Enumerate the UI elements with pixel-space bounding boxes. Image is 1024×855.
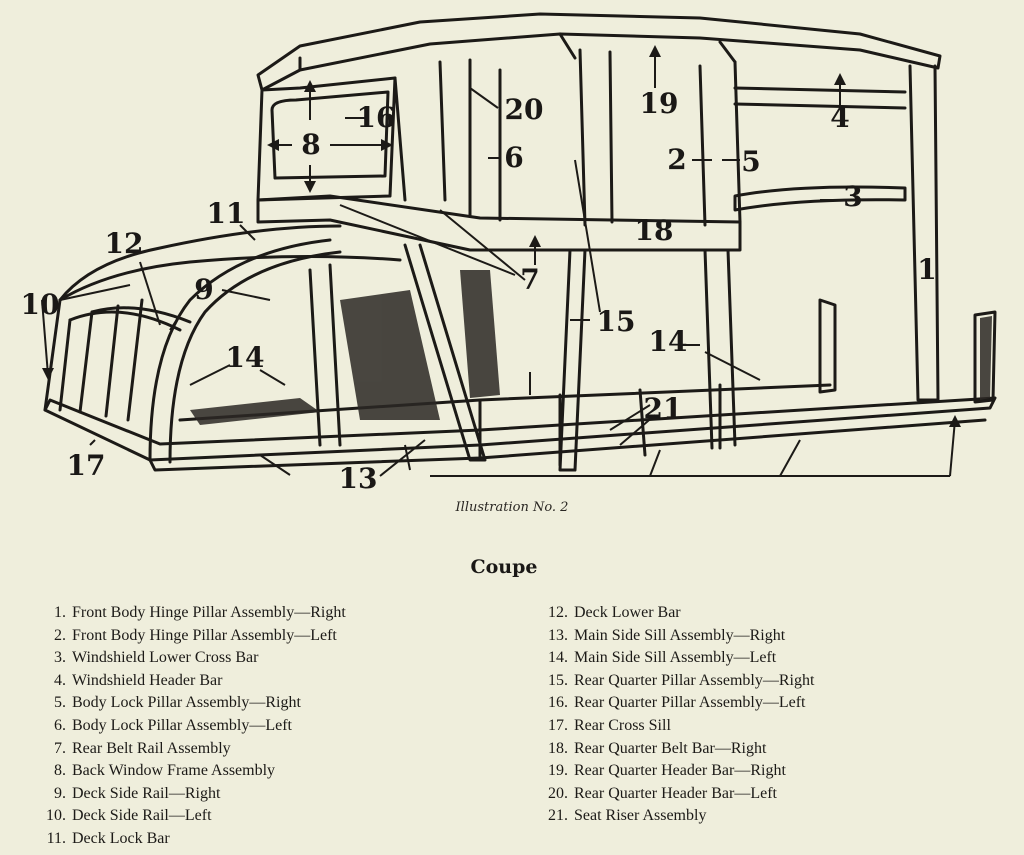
legend-number: 14. [548,649,568,667]
legend-label: Rear Cross Sill [574,716,671,734]
legend-label: Back Window Frame Assembly [72,762,276,780]
callout-14-front: 14 [648,325,688,358]
legend-label: Body Lock Pillar Assembly—Left [72,716,292,734]
callout-8: 8 [301,128,321,161]
callout-19: 19 [639,87,679,120]
legend-number: 15. [548,671,568,689]
legend-label: Front Body Hinge Pillar Assembly—Right [72,604,346,621]
legend-label: Deck Lower Bar [574,604,681,621]
callout-13: 13 [338,462,378,495]
legend-number: 11. [46,829,66,847]
legend-item: 7. Rear Belt Rail Assembly [30,738,510,761]
legend-item: 11. Deck Lock Bar [30,828,510,851]
legend-number: 9. [54,784,66,802]
legend-label: Front Body Hinge Pillar Assembly—Left [72,626,337,644]
callout-11: 11 [206,197,246,230]
legend-item: 15. Rear Quarter Pillar Assembly—Right [532,670,1002,693]
legend-item: 18. Rear Quarter Belt Bar—Right [532,738,1002,761]
callout-9: 9 [194,273,214,306]
coupe-body-frame-drawing [41,12,997,477]
legend-number: 13. [548,626,568,644]
legend-item: 21. Seat Riser Assembly [532,805,1002,828]
legend-item: 17. Rear Cross Sill [532,715,1002,738]
legend-label: Deck Lock Bar [72,829,170,847]
callout-20: 20 [504,93,544,126]
legend-number: 20. [548,784,568,802]
dark-shadow-areas [190,270,992,425]
legend-label: Rear Quarter Pillar Assembly—Right [574,671,815,689]
callout-18: 18 [634,214,674,247]
legend-item: 16. Rear Quarter Pillar Assembly—Left [532,692,1002,715]
leader-arrowheads [42,45,961,427]
callout-10: 10 [20,288,60,321]
legend-number: 4. [54,671,66,689]
legend-number: 21. [548,807,568,825]
legend-label: Rear Quarter Pillar Assembly—Left [574,694,806,712]
legend-item: 12. Deck Lower Bar [532,602,1002,625]
legend-item: 5. Body Lock Pillar Assembly—Right [30,692,510,715]
callout-1: 1 [917,253,937,286]
legend-label: Main Side Sill Assembly—Right [574,626,786,644]
legend-item: 10. Deck Side Rail—Left [30,805,510,828]
legend-item: 3. Windshield Lower Cross Bar [30,647,510,670]
legend-number: 3. [54,649,66,667]
legend-label: Rear Quarter Header Bar—Left [574,784,777,802]
legend-number: 16. [548,694,568,712]
legend-number: 12. [548,604,568,621]
callout-14-rear: 14 [225,341,265,374]
legend-item: 8. Back Window Frame Assembly [30,760,510,783]
legend-label: Main Side Sill Assembly—Left [574,649,777,667]
legend-number: 5. [54,694,66,712]
callout-16: 16 [356,101,396,134]
legend-number: 6. [54,716,66,734]
frame-lines [43,12,997,472]
legend-number: 10. [46,807,66,825]
legend-label: Deck Side Rail—Left [72,807,212,825]
legend-number: 8. [54,762,66,780]
callout-2: 2 [667,143,687,176]
legend-number: 2. [54,626,66,644]
callout-5: 5 [741,145,761,178]
legend-number: 7. [54,739,66,757]
legend-label: Windshield Lower Cross Bar [72,649,259,667]
legend-label: Deck Side Rail—Right [72,784,221,802]
callout-12: 12 [104,227,144,260]
legend-label: Rear Quarter Belt Bar—Right [574,739,767,757]
legend-item: 9. Deck Side Rail—Right [30,783,510,806]
legend-item: 13. Main Side Sill Assembly—Right [532,625,1002,648]
legend-label: Rear Quarter Header Bar—Right [574,762,786,780]
parts-legend-right: 12. Deck Lower Bar 13. Main Side Sill Asse… [532,602,1002,828]
callout-4: 4 [830,101,850,134]
legend-number: 17. [548,716,568,734]
legend-item: 1. Front Body Hinge Pillar Assembly—Right [30,602,510,625]
callout-17: 17 [66,449,106,482]
legend-item: 20. Rear Quarter Header Bar—Left [532,783,1002,806]
parts-legend-left: 1. Front Body Hinge Pillar Assembly—Right… [30,602,510,851]
legend-label: Rear Belt Rail Assembly [72,739,231,757]
legend-item: 6. Body Lock Pillar Assembly—Left [30,715,510,738]
legend-number: 1. [54,604,66,621]
legend-label: Seat Riser Assembly [574,807,707,825]
legend-item: 2. Front Body Hinge Pillar Assembly—Left [30,625,510,648]
legend-item: 14. Main Side Sill Assembly—Left [532,647,1002,670]
callout-6: 6 [504,141,524,174]
figure-title: Coupe [470,556,538,578]
illustration-caption: Illustration No. 2 [455,500,569,515]
callout-15: 15 [596,305,636,338]
legend-number: 18. [548,739,568,757]
legend-item: 19. Rear Quarter Header Bar—Right [532,760,1002,783]
callout-7: 7 [520,263,540,296]
legend-label: Body Lock Pillar Assembly—Right [72,694,301,712]
callout-3: 3 [843,180,863,213]
callout-21: 21 [643,392,683,425]
legend-item: 4. Windshield Header Bar [30,670,510,693]
legend-number: 19. [548,762,568,780]
legend-label: Windshield Header Bar [72,671,223,689]
